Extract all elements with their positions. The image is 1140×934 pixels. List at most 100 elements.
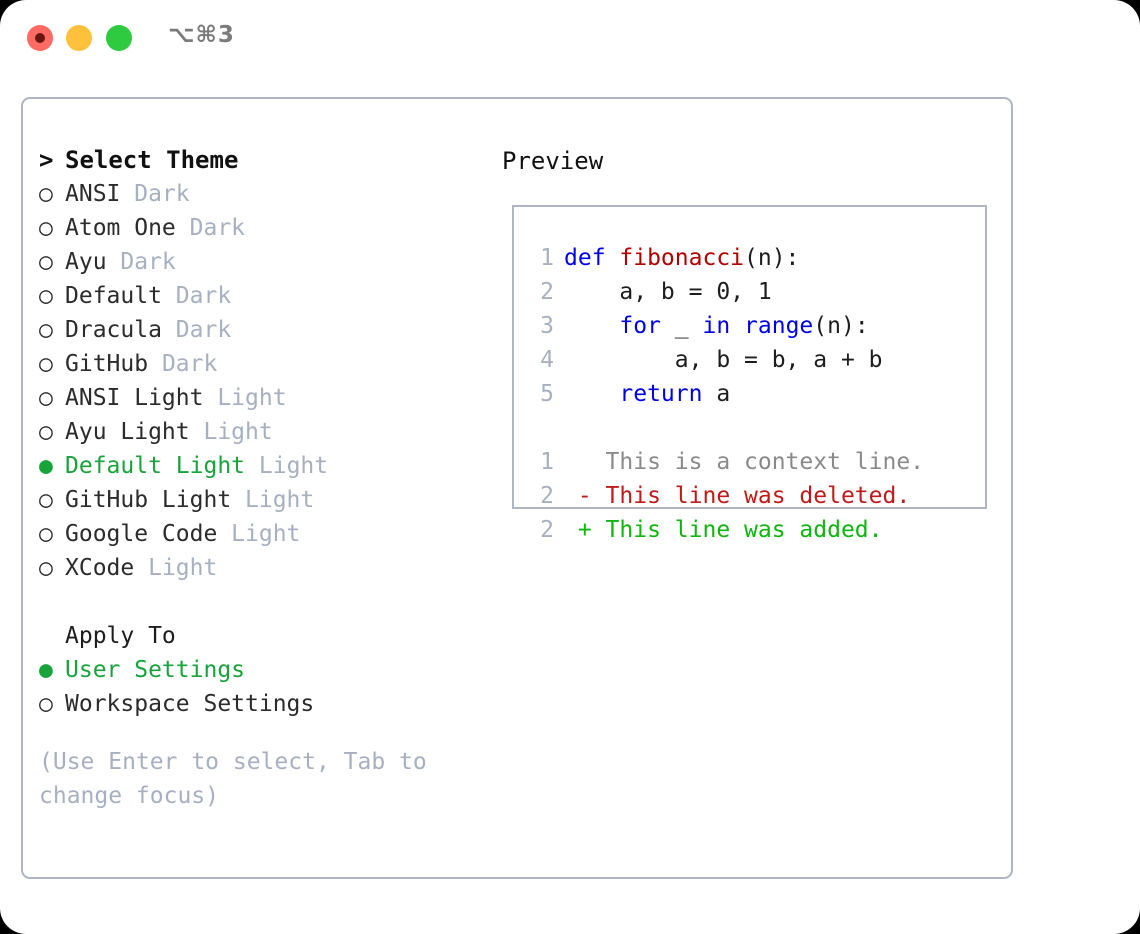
- code-token: [564, 381, 619, 407]
- theme-category-label: Dark: [175, 283, 232, 309]
- code-token: return: [619, 381, 703, 407]
- diff-line: 2 - This line was deleted.: [530, 479, 924, 513]
- theme-category-label: Dark: [161, 351, 218, 377]
- radio-unselected-icon[interactable]: ○: [39, 419, 53, 445]
- window-title-bar: ⌥⌘3: [0, 0, 1140, 76]
- code-token: - This line was deleted.: [564, 483, 911, 509]
- apply-to-header-label: Apply To: [65, 623, 176, 649]
- keyboard-hint-text: (Use Enter to select, Tab to change focu…: [39, 749, 427, 809]
- apply-to-list: Apply To ●User Settings ○ Workspace Setting…: [39, 619, 489, 721]
- code-token: This is a context line.: [564, 449, 925, 475]
- radio-unselected-icon[interactable]: ○: [39, 487, 53, 513]
- radio-unselected-icon[interactable]: ○: [39, 691, 53, 717]
- code-token: (n):: [813, 313, 869, 339]
- radio-unselected-icon[interactable]: ○: [39, 249, 53, 275]
- code-token: + This line was added.: [564, 517, 883, 543]
- radio-unselected-icon[interactable]: ○: [39, 181, 53, 207]
- line-number: 1: [540, 449, 554, 475]
- theme-list-item[interactable]: ○ GitHub Dark: [39, 347, 489, 381]
- apply-to-item[interactable]: ○ Workspace Settings: [39, 687, 489, 721]
- line-number: 4: [540, 347, 554, 373]
- theme-list-item[interactable]: ○ ANSI Light Light: [39, 381, 489, 415]
- code-token: range: [744, 313, 814, 339]
- theme-name-label: Ayu: [65, 249, 121, 275]
- theme-list-item[interactable]: ○ Google Code Light: [39, 517, 489, 551]
- code-token: a, b = b, a + b: [564, 347, 883, 373]
- theme-category-label: Dark: [134, 181, 190, 207]
- theme-name-label: Dracula: [65, 317, 176, 343]
- theme-name-label: Default Light: [65, 453, 259, 479]
- radio-unselected-icon[interactable]: ○: [39, 555, 53, 581]
- radio-unselected-icon[interactable]: ○: [39, 521, 53, 547]
- apply-to-item[interactable]: ●User Settings: [39, 653, 489, 687]
- code-token: a: [702, 381, 731, 407]
- theme-category-label: Light: [148, 555, 218, 581]
- line-number: 2: [540, 517, 554, 543]
- theme-name-label: ANSI Light: [65, 385, 218, 411]
- radio-selected-icon[interactable]: ●: [39, 453, 53, 479]
- code-token: [730, 313, 744, 339]
- theme-list-item[interactable]: ○ Ayu Light Light: [39, 415, 489, 449]
- minimize-window-button[interactable]: [66, 25, 92, 51]
- theme-category-label: Light: [217, 385, 287, 411]
- theme-name-label: GitHub Light: [65, 487, 246, 513]
- radio-unselected-icon[interactable]: ○: [39, 317, 53, 343]
- line-number: 5: [540, 381, 554, 407]
- diff-line: 1 This is a context line.: [530, 445, 924, 479]
- theme-list-header: >Select Theme: [39, 143, 489, 177]
- diff-line: 2 + This line was added.: [530, 513, 924, 547]
- line-number: 2: [540, 483, 554, 509]
- theme-category-label: Light: [245, 487, 315, 513]
- code-token: for: [619, 313, 661, 339]
- apply-to-header: Apply To: [39, 619, 489, 653]
- theme-list-item[interactable]: ○Default Dark: [39, 279, 489, 313]
- apply-to-label: Workspace Settings: [65, 691, 315, 717]
- line-number: 2: [540, 279, 554, 305]
- theme-category-label: Light: [203, 419, 273, 445]
- theme-name-label: XCode: [65, 555, 149, 581]
- theme-category-label: Light: [231, 521, 301, 547]
- code-token: [564, 313, 619, 339]
- code-token: fibonacci: [619, 245, 745, 271]
- prompt-caret-icon: >: [39, 146, 54, 174]
- line-number: 1: [540, 245, 554, 271]
- line-number: 3: [540, 313, 554, 339]
- theme-name-label: Google Code: [65, 521, 232, 547]
- theme-category-label: Dark: [189, 215, 246, 241]
- theme-list: >Select Theme○ANSI Dark○Atom One Dark○Ay…: [39, 143, 489, 585]
- code-token: (n):: [744, 245, 800, 271]
- radio-unselected-icon[interactable]: ○: [39, 385, 53, 411]
- theme-list-item[interactable]: ○ Ayu Dark: [39, 245, 489, 279]
- theme-name-label: Ayu Light: [65, 419, 204, 445]
- theme-selector-panel: >Select Theme○ANSI Dark○Atom One Dark○Ay…: [21, 97, 1013, 879]
- keyboard-shortcut-label: ⌥⌘3: [168, 22, 235, 48]
- code-line: 5 return a: [530, 377, 924, 411]
- close-icon: [35, 33, 45, 43]
- code-token: _: [660, 313, 703, 339]
- theme-list-column: >Select Theme○ANSI Dark○Atom One Dark○Ay…: [39, 143, 489, 813]
- code-line: 1 def fibonacci(n):: [530, 241, 924, 275]
- theme-category-label: Light: [258, 453, 329, 479]
- code-line: 3 for _ in range(n):: [530, 309, 924, 343]
- theme-category-label: Dark: [120, 249, 176, 275]
- code-token: def: [564, 245, 620, 271]
- theme-name-label: GitHub: [65, 351, 162, 377]
- code-diff-gap: [530, 411, 924, 445]
- theme-list-item[interactable]: ○ Atom One Dark: [39, 211, 489, 245]
- theme-list-item[interactable]: ○ GitHub Light Light: [39, 483, 489, 517]
- theme-list-item[interactable]: ○Dracula Dark: [39, 313, 489, 347]
- list-spacer: [39, 585, 489, 619]
- maximize-window-button[interactable]: [106, 25, 132, 51]
- radio-unselected-icon[interactable]: ○: [39, 283, 53, 309]
- radio-unselected-icon[interactable]: ○: [39, 351, 53, 377]
- theme-list-item[interactable]: ● Default Light Light: [39, 449, 489, 483]
- code-token: a, b = 0, 1: [564, 279, 772, 305]
- theme-name-label: Atom One: [65, 215, 190, 241]
- theme-list-item[interactable]: ○ANSI Dark: [39, 177, 489, 211]
- radio-selected-icon[interactable]: ●: [39, 657, 53, 683]
- theme-list-item[interactable]: ○ XCode Light: [39, 551, 489, 585]
- radio-unselected-icon[interactable]: ○: [39, 215, 53, 241]
